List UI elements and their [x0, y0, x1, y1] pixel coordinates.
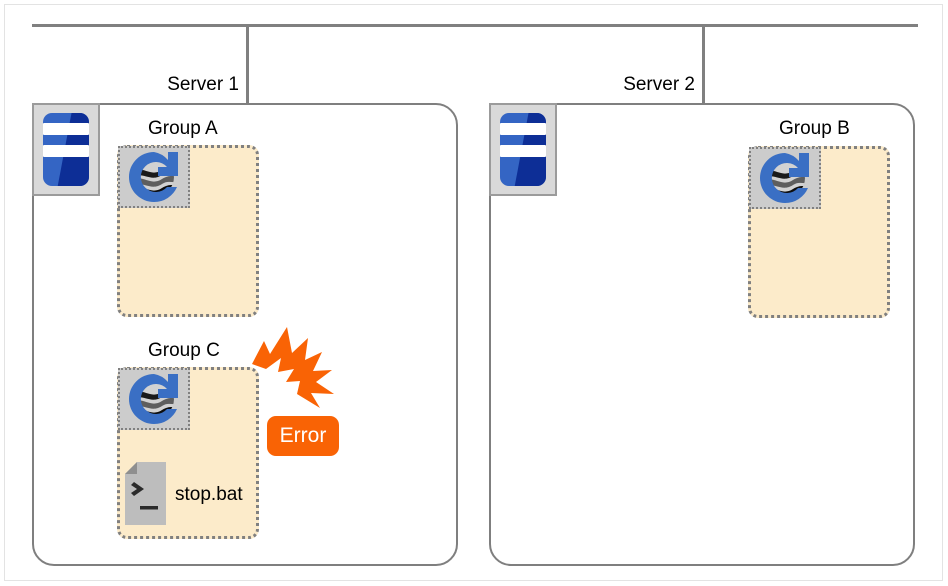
server-icon-bar-bottom	[500, 145, 546, 157]
group-a-cluster-icon	[118, 146, 190, 208]
server2-stem	[702, 24, 705, 103]
server2-label: Server 2	[623, 74, 695, 95]
server1-machine-icon	[32, 103, 100, 196]
cluster-logo-svg	[128, 152, 178, 203]
server1-stem	[246, 24, 249, 103]
group-a-label: Group A	[148, 118, 218, 139]
server1-label: Server 1	[167, 74, 239, 95]
page-border	[4, 4, 943, 581]
interconnect-line	[32, 24, 918, 27]
server-icon-bar-top	[500, 123, 546, 135]
server-icon-bar-bottom	[43, 145, 89, 157]
group-b-cluster-icon	[749, 147, 821, 209]
server2-machine-icon	[489, 103, 557, 196]
group-c-cluster-icon	[118, 368, 190, 430]
cluster-logo-svg	[128, 374, 178, 425]
cluster-logo-svg	[759, 153, 809, 204]
group-c-label: Group C	[148, 340, 220, 361]
error-burst	[250, 325, 345, 410]
stop-bat-label: stop.bat	[175, 484, 243, 505]
group-c-resource-stop-bat[interactable]: stop.bat	[125, 462, 255, 526]
lightning-burst-icon	[252, 327, 334, 408]
server-icon-bar-top	[43, 123, 89, 135]
error-status-badge[interactable]: Error	[267, 416, 339, 456]
group-b-label: Group B	[779, 118, 850, 139]
script-file-icon	[125, 462, 166, 525]
